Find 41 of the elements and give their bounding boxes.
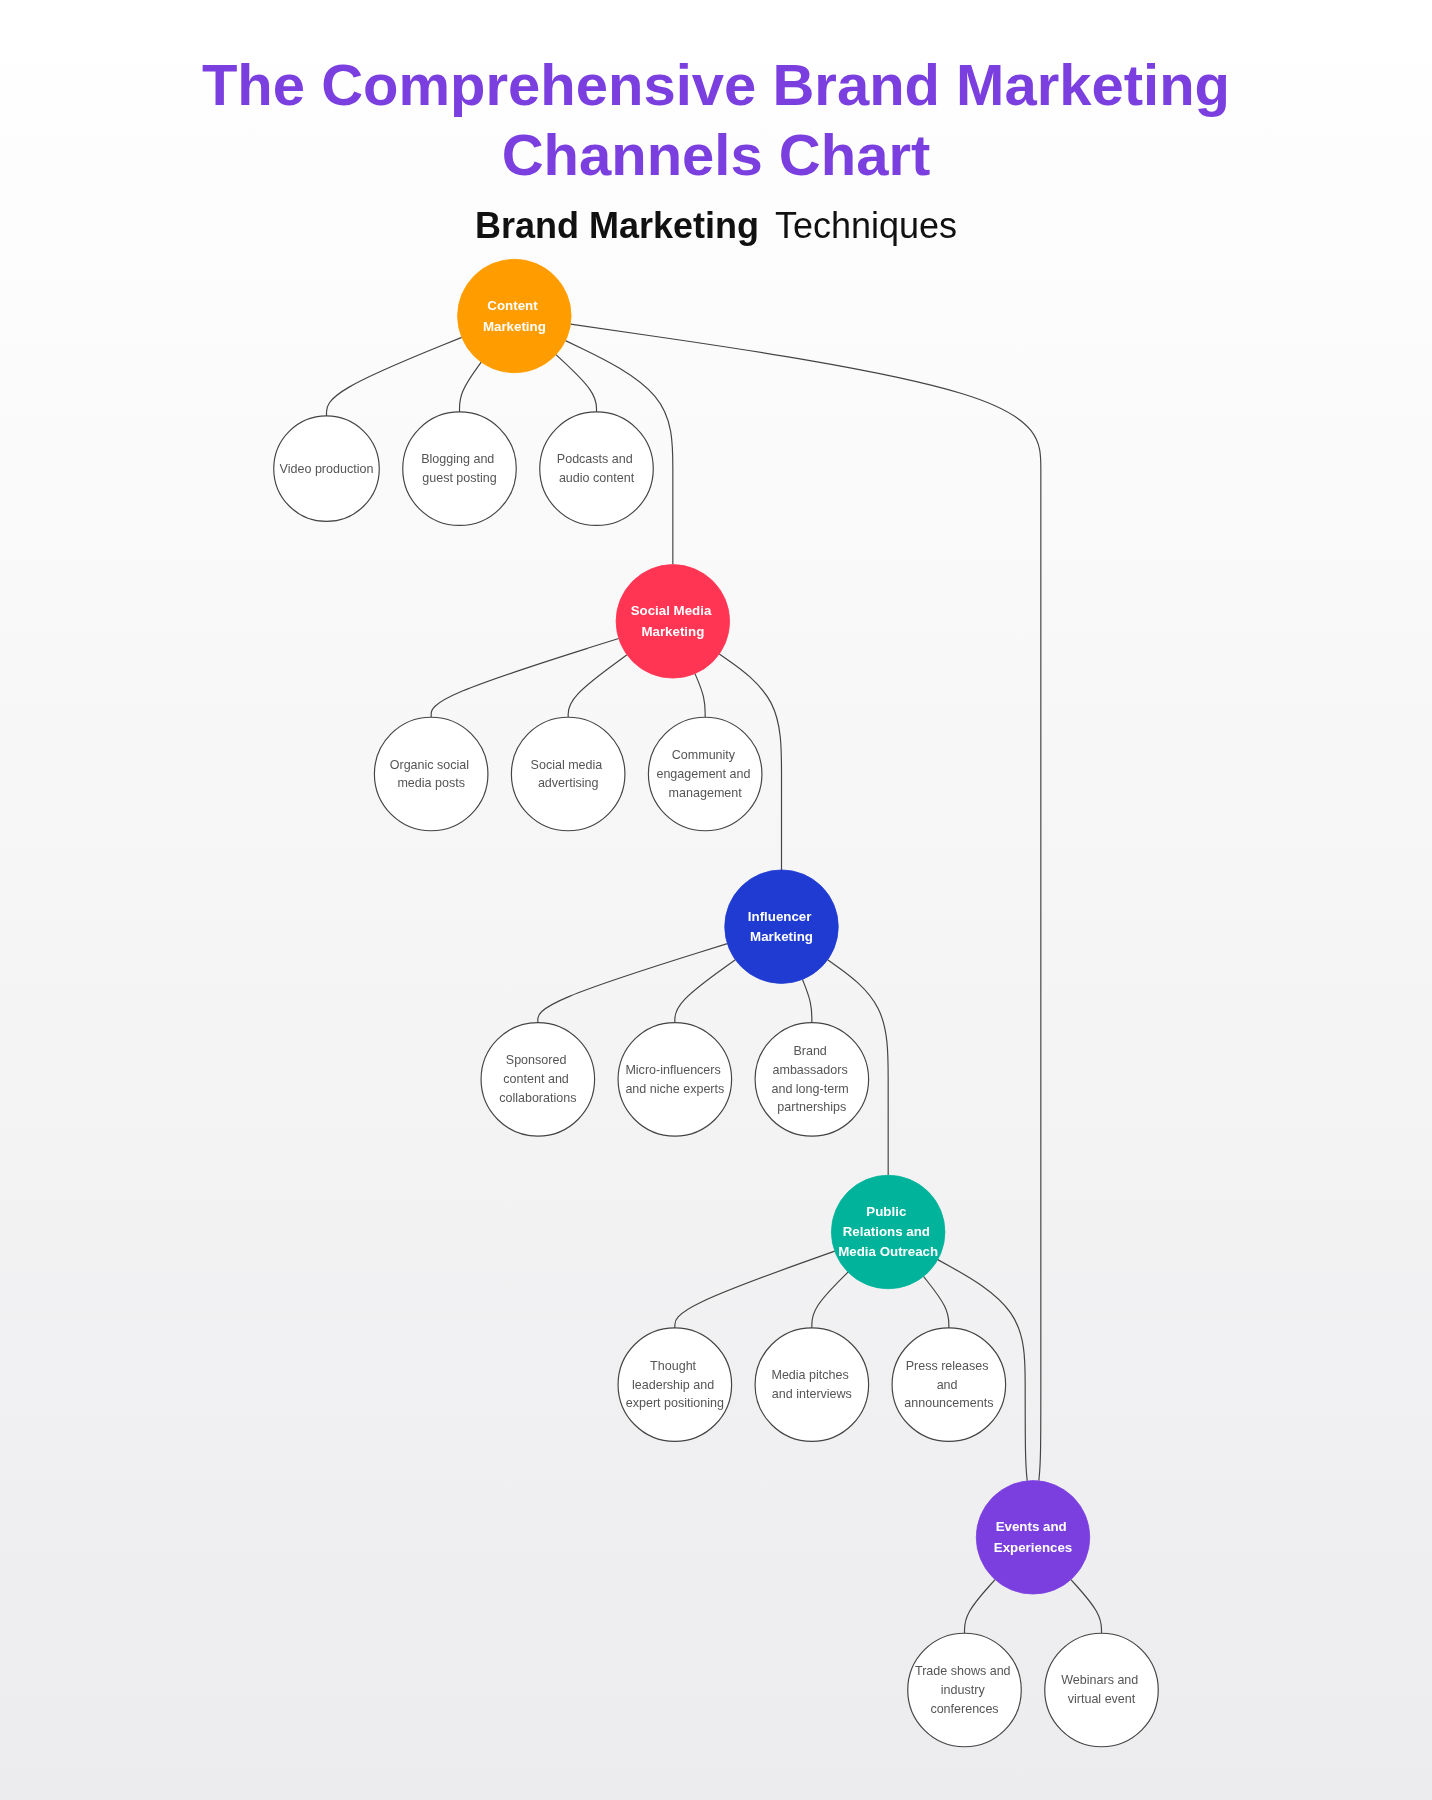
node-circle: Blogging and guest posting (402, 411, 517, 527)
center-label: Brand Marketing (474, 205, 759, 248)
connector (537, 943, 728, 1024)
node-circle: Trade shows and industry conferences (907, 1632, 1022, 1748)
title: The Comprehensive Brand Marketing Channels Chart (200, 51, 1232, 189)
connector (694, 673, 706, 719)
node-circle: Social Media Marketing (615, 564, 730, 679)
connector (963, 1579, 996, 1634)
connector (569, 323, 1042, 1482)
connector (811, 1271, 849, 1329)
connector (458, 361, 482, 413)
node-circle: Organic social media posts (373, 716, 489, 832)
node-circle: Sponsored content and collaborations (480, 1022, 596, 1137)
node-circle: Community engagement and management (647, 716, 763, 832)
connector (674, 959, 736, 1024)
connector (564, 340, 674, 566)
node-circle: Brand ambassadors and long-term partnerships (754, 1022, 870, 1137)
connector (674, 1250, 836, 1329)
connector (567, 654, 628, 719)
node-circle: Podcasts and audio content (539, 411, 654, 527)
connector (922, 1276, 950, 1329)
node-circle: Micro-influencers and niche experts (617, 1022, 733, 1137)
connector (801, 979, 813, 1024)
node-circle: Media pitches and interviews (754, 1327, 870, 1443)
center-label: Techniques (774, 205, 958, 248)
node-circle: Public Relations and Media Outreach (831, 1175, 946, 1290)
connector (325, 337, 463, 417)
connector (555, 354, 598, 413)
connector (430, 638, 620, 719)
node-circle: Events and Experiences (975, 1480, 1091, 1595)
connector (1070, 1579, 1103, 1634)
connector (718, 653, 783, 871)
node-circle: Social media advertising (510, 716, 626, 832)
node-circle: Influencer Marketing (724, 869, 839, 984)
connector (937, 1259, 1028, 1482)
node-circle: Press releases and announcements (891, 1327, 1007, 1443)
connector (827, 959, 889, 1176)
node-circle: Content Marketing (457, 259, 572, 374)
node-circle: Thought leadership and expert positioning (617, 1327, 733, 1443)
node-circle: Video production (273, 415, 380, 523)
node-circle: Webinars and virtual event (1044, 1632, 1159, 1748)
